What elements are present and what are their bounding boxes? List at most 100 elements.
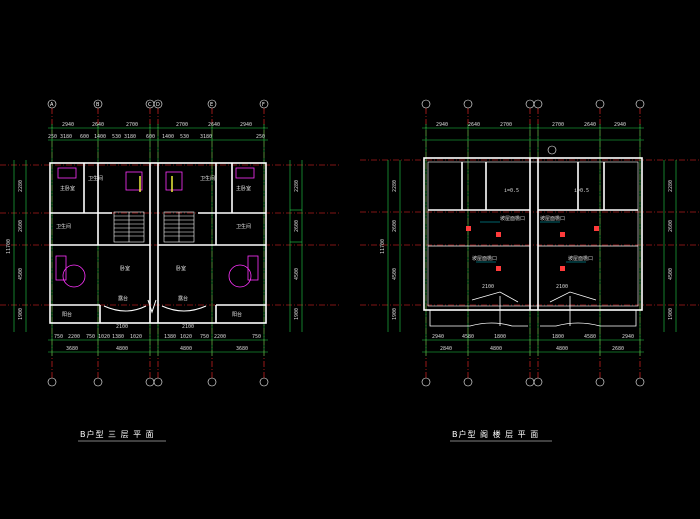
svg-text:2280: 2280 bbox=[392, 180, 398, 192]
svg-text:3680: 3680 bbox=[66, 346, 78, 352]
roof-hatches bbox=[466, 226, 599, 271]
svg-text:C: C bbox=[148, 102, 152, 108]
axis-bubbles-top bbox=[47, 99, 269, 387]
top-dimension-text: 2940 2640 2700 2700 2640 2940 bbox=[436, 122, 626, 128]
side-dimension-text: 2280 2600 4500 1900 11700 2280 2600 4500… bbox=[380, 180, 674, 320]
svg-text:4800: 4800 bbox=[180, 346, 192, 352]
svg-text:i=0.5: i=0.5 bbox=[574, 188, 589, 194]
svg-text:2940: 2940 bbox=[240, 122, 252, 128]
svg-text:250: 250 bbox=[48, 134, 57, 140]
plan-left-title: B户型 三 层 平 面 bbox=[80, 429, 155, 439]
walls bbox=[423, 157, 643, 311]
svg-text:1400: 1400 bbox=[94, 134, 106, 140]
svg-text:1020: 1020 bbox=[98, 334, 110, 340]
svg-text:2940: 2940 bbox=[614, 122, 626, 128]
svg-text:4500: 4500 bbox=[294, 268, 300, 280]
stair-right bbox=[163, 211, 195, 243]
svg-text:1380: 1380 bbox=[112, 334, 124, 340]
svg-text:2700: 2700 bbox=[176, 122, 188, 128]
svg-text:2280: 2280 bbox=[18, 180, 24, 192]
windows bbox=[139, 176, 173, 192]
svg-text:2600: 2600 bbox=[668, 220, 674, 232]
svg-text:2680: 2680 bbox=[612, 346, 624, 352]
side-dimension-text: 2280 2600 4500 1900 11700 2280 2600 4500… bbox=[6, 180, 300, 320]
svg-text:2700: 2700 bbox=[500, 122, 512, 128]
svg-text:750: 750 bbox=[252, 334, 261, 340]
svg-text:1900: 1900 bbox=[294, 308, 300, 320]
svg-text:1380: 1380 bbox=[164, 334, 176, 340]
attic-floor-plan: 2940 2640 2700 2700 2640 2940 2940 4580 … bbox=[360, 99, 700, 442]
svg-text:2640: 2640 bbox=[584, 122, 596, 128]
callout-leaders bbox=[476, 221, 586, 263]
svg-text:2600: 2600 bbox=[294, 220, 300, 232]
svg-text:1900: 1900 bbox=[392, 308, 398, 320]
axis-bubbles-top bbox=[421, 99, 645, 387]
svg-text:750: 750 bbox=[86, 334, 95, 340]
svg-text:1800: 1800 bbox=[552, 334, 564, 340]
svg-text:250: 250 bbox=[256, 134, 265, 140]
eaves bbox=[429, 291, 637, 327]
svg-text:2940: 2940 bbox=[432, 334, 444, 340]
svg-text:600: 600 bbox=[146, 134, 155, 140]
svg-text:1020: 1020 bbox=[130, 334, 142, 340]
svg-text:2640: 2640 bbox=[468, 122, 480, 128]
svg-text:4580: 4580 bbox=[584, 334, 596, 340]
svg-text:露台: 露台 bbox=[118, 295, 128, 302]
svg-text:卫生间: 卫生间 bbox=[236, 223, 251, 230]
bay-windows bbox=[103, 299, 207, 314]
svg-text:1400: 1400 bbox=[162, 134, 174, 140]
svg-text:坡屋面檐口: 坡屋面檐口 bbox=[540, 215, 565, 222]
svg-text:600: 600 bbox=[80, 134, 89, 140]
svg-text:卧室: 卧室 bbox=[176, 265, 186, 272]
svg-text:4500: 4500 bbox=[392, 268, 398, 280]
svg-text:2280: 2280 bbox=[294, 180, 300, 192]
svg-text:1800: 1800 bbox=[494, 334, 506, 340]
plan-right-title: B户型 阁 楼 层 平 面 bbox=[452, 429, 539, 439]
walls bbox=[49, 162, 267, 324]
svg-text:2700: 2700 bbox=[552, 122, 564, 128]
stair-left bbox=[113, 211, 145, 243]
svg-text:2600: 2600 bbox=[18, 220, 24, 232]
svg-text:1020: 1020 bbox=[180, 334, 192, 340]
svg-text:1900: 1900 bbox=[668, 308, 674, 320]
furniture bbox=[55, 167, 259, 288]
svg-text:2280: 2280 bbox=[668, 180, 674, 192]
svg-text:11700: 11700 bbox=[380, 239, 386, 254]
svg-text:坡屋面檐口: 坡屋面檐口 bbox=[568, 255, 593, 262]
svg-text:2940: 2940 bbox=[62, 122, 74, 128]
svg-text:2200: 2200 bbox=[68, 334, 80, 340]
svg-text:2640: 2640 bbox=[92, 122, 104, 128]
bottom-dimension-text: 750 2200 750 1020 1380 1020 1380 1020 75… bbox=[54, 334, 261, 352]
svg-text:3180: 3180 bbox=[200, 134, 212, 140]
svg-text:阳台: 阳台 bbox=[62, 311, 72, 318]
svg-text:A: A bbox=[50, 102, 54, 108]
svg-text:E: E bbox=[210, 102, 213, 108]
svg-text:露台: 露台 bbox=[178, 295, 188, 302]
svg-text:2640: 2640 bbox=[208, 122, 220, 128]
svg-text:坡屋面檐口: 坡屋面檐口 bbox=[500, 215, 525, 222]
svg-text:2100: 2100 bbox=[182, 324, 194, 330]
svg-text:B: B bbox=[96, 102, 100, 108]
svg-text:3180: 3180 bbox=[60, 134, 72, 140]
svg-text:阳台: 阳台 bbox=[232, 311, 242, 318]
svg-text:2940: 2940 bbox=[436, 122, 448, 128]
svg-text:主卧室: 主卧室 bbox=[60, 185, 75, 192]
svg-text:530: 530 bbox=[112, 134, 121, 140]
axis-bubble-labels: A B C D E F bbox=[50, 102, 265, 108]
svg-text:4800: 4800 bbox=[490, 346, 502, 352]
svg-text:2100: 2100 bbox=[482, 284, 494, 290]
top-dimension-text: 2940 2640 2700 2700 2640 2940 250 3180 6… bbox=[48, 122, 265, 140]
svg-text:2600: 2600 bbox=[392, 220, 398, 232]
svg-text:主卧室: 主卧室 bbox=[236, 185, 251, 192]
svg-text:卫生间: 卫生间 bbox=[200, 175, 215, 182]
svg-text:4800: 4800 bbox=[116, 346, 128, 352]
svg-text:D: D bbox=[156, 102, 160, 108]
svg-text:3180: 3180 bbox=[124, 134, 136, 140]
svg-text:2200: 2200 bbox=[214, 334, 226, 340]
svg-text:2100: 2100 bbox=[116, 324, 128, 330]
svg-text:i=0.5: i=0.5 bbox=[504, 188, 519, 194]
svg-text:3680: 3680 bbox=[236, 346, 248, 352]
svg-text:750: 750 bbox=[54, 334, 63, 340]
svg-text:4800: 4800 bbox=[556, 346, 568, 352]
room-labels: 卫生间 卫生间 卫生间 卫生间 主卧室 卧室 卧室 主卧室 阳台 阳台 露台 露… bbox=[56, 175, 251, 330]
